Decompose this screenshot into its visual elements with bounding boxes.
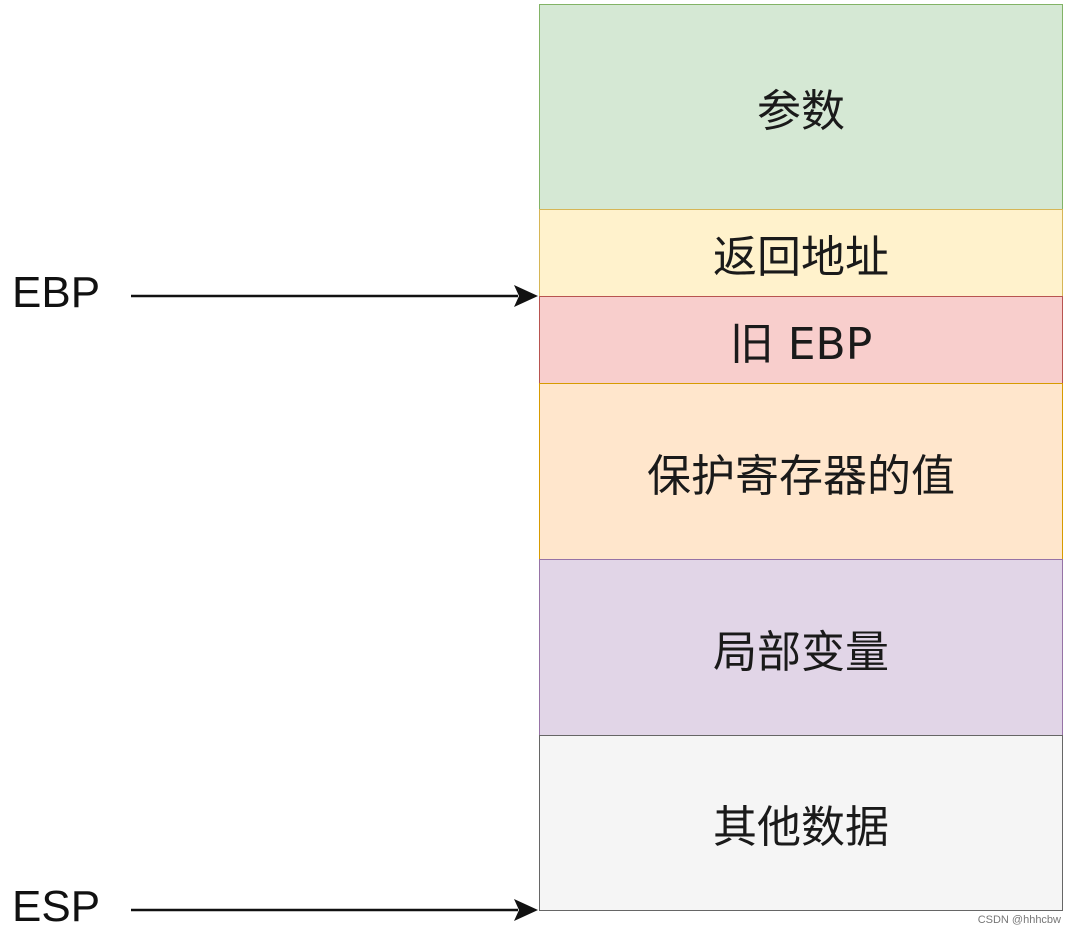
block-label-local-variables: 局部变量 (713, 626, 889, 678)
ebp-arrow (131, 285, 538, 307)
stack-block-return-address: 返回地址 (539, 209, 1063, 297)
stack-block-local-variables: 局部变量 (539, 559, 1063, 736)
block-label-params: 参数 (757, 86, 845, 137)
block-label-return-address: 返回地址 (713, 232, 889, 283)
stack-block-old-ebp: 旧 EBP (539, 296, 1063, 384)
esp-label: ESP (12, 882, 101, 931)
watermark: CSDN @hhhcbw (977, 914, 1061, 926)
block-label-saved-registers: 保护寄存器的值 (647, 450, 955, 502)
stack-block-saved-registers: 保护寄存器的值 (539, 383, 1063, 560)
stack-block-other-data: 其他数据 (539, 735, 1063, 911)
block-label-old-ebp: 旧 EBP (729, 319, 873, 370)
ebp-label: EBP (12, 268, 101, 317)
esp-arrow (131, 899, 538, 921)
stack-block-params: 参数 (539, 4, 1063, 210)
block-label-other-data: 其他数据 (713, 802, 889, 853)
